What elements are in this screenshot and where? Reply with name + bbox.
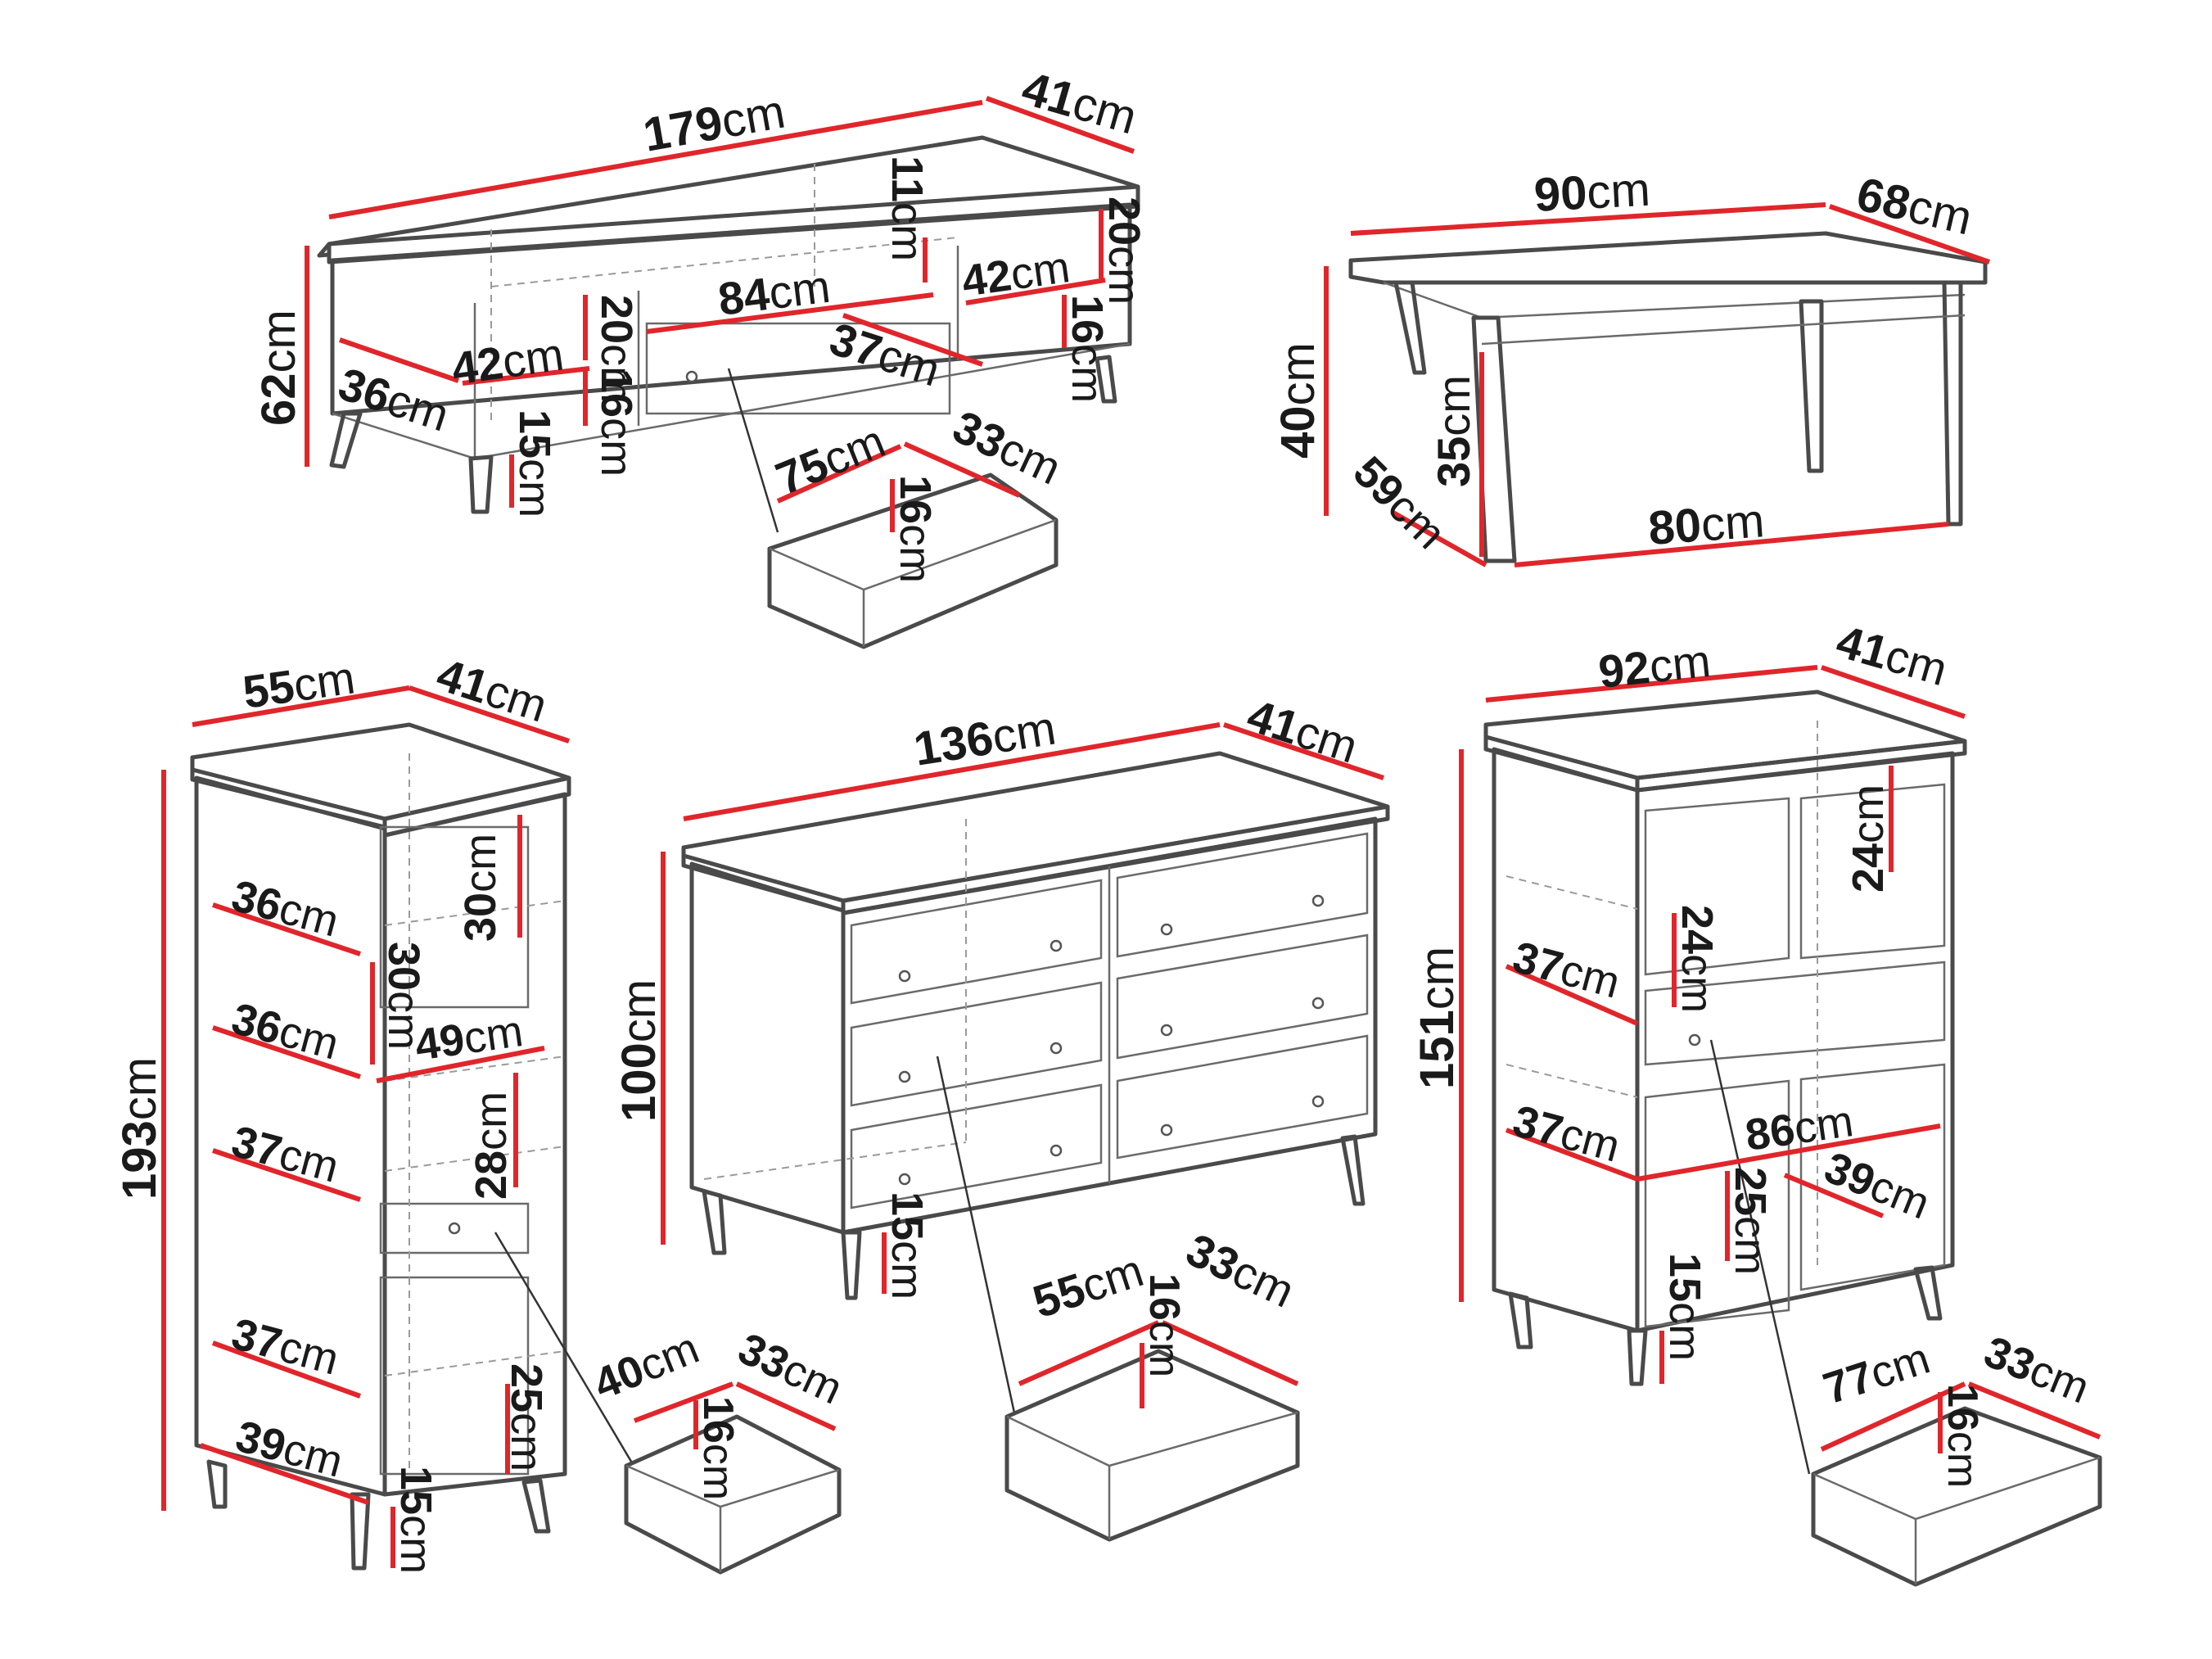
label-tall-shelf-3-depth: 37cm — [227, 1117, 344, 1192]
label-tall-middle-width: 49cm — [412, 1006, 526, 1070]
dresser-drawing — [681, 751, 1390, 1542]
label-table-width: 90cm — [1533, 163, 1651, 222]
tall-cabinet-dimension-lines — [161, 685, 837, 1568]
label-tall-shelf-3-height: 28cm — [467, 1092, 516, 1200]
label-tv-center-top: 11cm — [883, 156, 932, 261]
highboard-drawing — [1483, 689, 2102, 1587]
tv-cabinet-dimension-lines — [305, 96, 1135, 532]
highboard-dimension-lines — [1459, 665, 2101, 1453]
label-tv-center-width: 84cm — [716, 260, 833, 325]
label-tall-shelf-2-depth: 36cm — [227, 994, 344, 1069]
label-dresser-drawer-height: 16cm — [1140, 1273, 1188, 1377]
label-table-inner-height: 35cm — [1428, 375, 1479, 487]
label-tv-left-shelf: 42cm — [449, 328, 567, 394]
tv-cabinet-drawing — [317, 135, 1140, 649]
label-tall-shelf-2-height: 30cm — [379, 942, 428, 1050]
label-tv-right-shelf: 42cm — [959, 242, 1072, 306]
label-highboard-drawer-width: 77cm — [1817, 1334, 1935, 1414]
label-highboard-depth: 41cm — [1831, 615, 1953, 695]
label-dresser-leg: 15cm — [883, 1191, 932, 1300]
label-tall-height: 193cm — [113, 1057, 166, 1200]
label-tv-drawer-depth: 33cm — [946, 400, 1069, 495]
label-highboard-upper-right: 24cm — [1844, 784, 1893, 893]
label-tall-lower-height: 25cm — [502, 1363, 551, 1471]
label-highboard-shelf-2: 37cm — [1508, 1096, 1625, 1172]
label-tv-width: 179cm — [639, 85, 789, 162]
tall-cabinet-drawing — [190, 722, 842, 1575]
label-tv-center-depth: 37cm — [824, 312, 946, 396]
label-highboard-lower-height: 25cm — [1726, 1167, 1775, 1275]
label-dresser-width: 136cm — [910, 701, 1059, 775]
label-tv-left-drawer: 16cm — [592, 368, 641, 477]
label-tv-leg: 15cm — [510, 409, 559, 518]
label-highboard-height: 151cm — [1411, 947, 1464, 1089]
label-dresser-drawer-depth: 33cm — [1179, 1223, 1302, 1318]
label-tv-left-opening: 20cm — [592, 295, 641, 403]
label-tall-shelf-1-height: 30cm — [456, 834, 505, 942]
label-table-inner-width: 80cm — [1646, 494, 1766, 555]
label-tv-right-drawer: 16cm — [1063, 295, 1112, 403]
label-highboard-width: 92cm — [1596, 635, 1713, 698]
label-dresser-drawer-width: 55cm — [1027, 1244, 1149, 1327]
label-tv-inner-depth: 36cm — [332, 357, 455, 441]
dresser-dimension-lines — [661, 722, 1384, 1408]
label-highboard-leg: 15cm — [1660, 1253, 1709, 1361]
label-tv-drawer-height: 16cm — [891, 475, 940, 583]
label-tall-drawer-height: 16cm — [694, 1396, 742, 1500]
coffee-table-dimension-lines — [1324, 202, 1990, 567]
label-dresser-depth: 41cm — [1241, 689, 1364, 772]
dresser-drawer-fronts — [850, 832, 1369, 1209]
label-tall-drawer-width: 40cm — [587, 1323, 706, 1409]
label-dresser-height: 100cm — [612, 979, 666, 1122]
label-tv-height: 62cm — [252, 310, 305, 426]
label-tall-shelf-4-depth: 37cm — [227, 1309, 344, 1385]
label-highboard-drawer-depth: 33cm — [1978, 1327, 2097, 1413]
label-highboard-inner-width: 86cm — [1742, 1096, 1856, 1160]
label-highboard-upper-left: 24cm — [1673, 905, 1722, 1013]
label-tv-drawer-width: 75cm — [769, 414, 892, 504]
label-highboard-shelf-1: 37cm — [1508, 933, 1625, 1008]
label-tall-leg: 15cm — [391, 1466, 440, 1574]
label-tall-shelf-1-depth: 36cm — [227, 871, 344, 947]
label-highboard-drawer-height: 16cm — [1939, 1384, 1986, 1488]
label-table-height: 40cm — [1271, 342, 1325, 459]
label-tall-drawer-depth: 33cm — [731, 1323, 850, 1413]
label-tv-right-top: 20cm — [1099, 197, 1149, 305]
label-table-depth: 68cm — [1852, 167, 1977, 245]
label-tall-width: 55cm — [240, 651, 358, 717]
label-tall-depth: 41cm — [431, 648, 553, 731]
